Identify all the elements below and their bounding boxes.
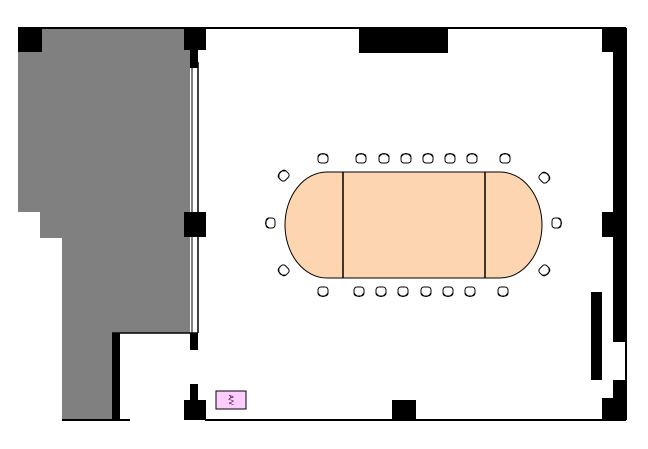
column-top-right xyxy=(602,28,626,52)
chair-top-3 xyxy=(378,153,390,164)
column-bottom-left xyxy=(184,400,206,420)
chair-bottom-1 xyxy=(317,286,329,297)
table-top xyxy=(284,171,543,279)
chair-bottom-7 xyxy=(464,286,476,297)
av-sign: A/V xyxy=(215,390,247,410)
chair-bottom-2 xyxy=(353,286,365,297)
column-bottom-right xyxy=(602,398,626,420)
chair-bottom-5 xyxy=(420,286,432,297)
chair-top-6 xyxy=(444,153,456,164)
door-jamb-left xyxy=(112,333,120,420)
chair-right-upper xyxy=(538,171,551,184)
wall-right-lower xyxy=(613,380,626,400)
chair-top-5 xyxy=(422,153,434,164)
chair-bottom-8 xyxy=(497,286,509,297)
chair-bottom-6 xyxy=(442,286,454,297)
wall-segment-top-center xyxy=(359,28,448,53)
chair-right-lower xyxy=(538,264,551,277)
chair-top-8 xyxy=(499,153,511,164)
chair-top-2 xyxy=(355,153,367,164)
chair-left-middle xyxy=(265,217,276,229)
av-sign-label: A/V xyxy=(227,395,234,406)
chair-left-lower xyxy=(277,264,290,277)
right-side-panel xyxy=(591,292,602,380)
wall-right-upper xyxy=(613,52,626,342)
partition-strip xyxy=(190,50,198,68)
door-jamb-lower xyxy=(190,384,198,400)
chair-bottom-3 xyxy=(375,286,387,297)
column-partition-mid xyxy=(184,212,206,237)
chair-left-upper xyxy=(277,169,290,182)
av-connection-icon xyxy=(215,390,247,410)
structural-columns xyxy=(18,28,626,420)
conference-table xyxy=(284,171,543,279)
chair-right-middle xyxy=(551,217,562,229)
door-jamb-right xyxy=(190,333,198,350)
column-partition-top xyxy=(184,28,206,50)
chair-top-7 xyxy=(466,153,478,164)
chair-top-4 xyxy=(400,153,412,164)
chairs xyxy=(265,153,562,297)
column-top-left xyxy=(18,28,42,52)
chair-top-1 xyxy=(317,153,329,164)
chair-bottom-4 xyxy=(397,286,409,297)
column-bottom-center xyxy=(392,400,416,420)
adjacent-area xyxy=(18,28,190,420)
